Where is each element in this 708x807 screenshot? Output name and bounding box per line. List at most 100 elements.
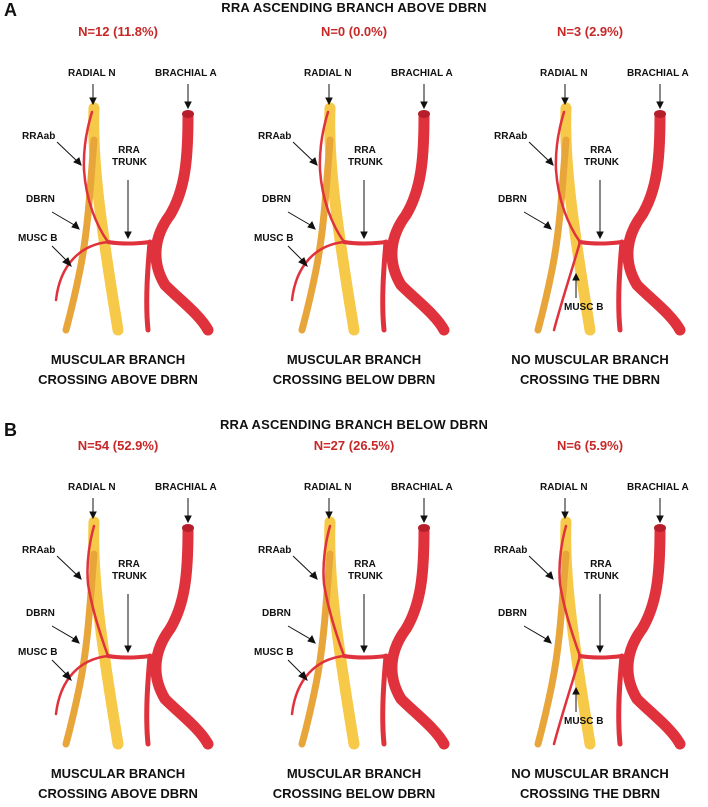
- rra-trunk: [106, 654, 152, 660]
- brachial-artery: [386, 110, 450, 336]
- dbrn-label: DBRN: [498, 194, 527, 205]
- muscular-branch: [552, 240, 582, 332]
- rraab-label: RRAab: [22, 131, 56, 142]
- rra-trunk-label: RRA TRUNK: [112, 145, 147, 168]
- panel-caption: NO MUSCULAR BRANCH CROSSING THE DBRN: [511, 352, 669, 387]
- brachial-artery-end: [654, 524, 666, 532]
- brachial-artery: [622, 524, 686, 750]
- brachial-artery-end: [418, 524, 430, 532]
- brachial-artery: [150, 110, 214, 336]
- ulnar-branch: [380, 653, 389, 747]
- dbrn-label: DBRN: [26, 608, 55, 619]
- rra-trunk-label: RRA TRUNK: [584, 559, 619, 582]
- diagram-panel: N=6 (5.9%): [472, 414, 708, 801]
- brachial-artery-label: BRACHIAL A: [391, 68, 453, 79]
- case-count: N=0 (0.0%): [320, 24, 388, 39]
- muscular-branch: [54, 654, 110, 716]
- brachial-artery-label: BRACHIAL A: [627, 482, 689, 493]
- anatomy-illustration: [523, 84, 686, 336]
- diagram-panel: N=0 (0.0%): [236, 0, 472, 387]
- rra-trunk-label: RRA TRUNK: [348, 145, 383, 168]
- ulnar-branch: [616, 653, 625, 747]
- brachial-artery-end: [418, 110, 430, 118]
- brachial-artery: [150, 524, 214, 750]
- ulnar-branch: [616, 239, 625, 333]
- anatomy-illustration: [51, 498, 214, 750]
- ulnar-branch: [144, 653, 153, 747]
- diagram-panel: N=27 (26.5%): [236, 414, 472, 801]
- brachial-artery-label: BRACHIAL A: [155, 68, 217, 79]
- rraab-label: RRAab: [494, 131, 528, 142]
- section-letter: B: [4, 420, 17, 440]
- radial-nerve: [88, 102, 124, 336]
- muscular-branch-label: MUSC B: [254, 233, 294, 244]
- panel-caption: NO MUSCULAR BRANCH CROSSING THE DBRN: [511, 766, 669, 801]
- radial-nerve-label: RADIAL N: [540, 482, 588, 493]
- muscular-branch-label: MUSC B: [18, 647, 58, 658]
- case-count: N=27 (26.5%): [313, 438, 395, 453]
- anatomy-illustration: [287, 84, 450, 336]
- rra-ascending-branch: [86, 524, 110, 658]
- radial-nerve: [324, 102, 360, 336]
- dbrn-nerve: [534, 550, 570, 748]
- rra-trunk: [106, 240, 152, 246]
- rra-trunk-label: RRA TRUNK: [348, 559, 383, 582]
- rra-ascending-branch: [554, 110, 582, 244]
- panel-caption: MUSCULAR BRANCH CROSSING BELOW DBRN: [272, 352, 436, 387]
- rra-trunk-label: RRA TRUNK: [112, 559, 147, 582]
- dbrn-nerve: [298, 550, 334, 748]
- section-letter: A: [4, 0, 17, 20]
- rra-trunk: [342, 654, 388, 660]
- rra-trunk: [342, 240, 388, 246]
- ulnar-branch: [380, 239, 389, 333]
- anatomy-illustration: [51, 84, 214, 336]
- radial-nerve: [560, 102, 596, 336]
- diagram-panel: N=3 (2.9%): [472, 0, 708, 387]
- rra-ascending-branch: [318, 110, 346, 244]
- panel-caption: MUSCULAR BRANCH CROSSING ABOVE DBRN: [38, 352, 198, 387]
- radial-nerve: [560, 516, 596, 750]
- case-count: N=3 (2.9%): [556, 24, 624, 39]
- radial-nerve: [324, 516, 360, 750]
- dbrn-label: DBRN: [498, 608, 527, 619]
- rra-trunk: [578, 240, 624, 246]
- muscular-branch-label: MUSC B: [254, 647, 294, 658]
- brachial-artery-label: BRACHIAL A: [627, 68, 689, 79]
- muscular-branch: [552, 654, 582, 746]
- dbrn-nerve: [534, 136, 570, 334]
- brachial-artery-label: BRACHIAL A: [155, 482, 217, 493]
- diagram-panel: N=54 (52.9%): [0, 414, 236, 801]
- dbrn-label: DBRN: [262, 194, 291, 205]
- brachial-artery-end: [182, 524, 194, 532]
- rra-ascending-branch: [82, 110, 110, 244]
- dbrn-nerve: [62, 550, 98, 748]
- dbrn-nerve: [298, 136, 334, 334]
- muscular-branch: [54, 240, 110, 302]
- anatomy-illustration: [287, 498, 450, 750]
- panel-caption: MUSCULAR BRANCH CROSSING BELOW DBRN: [272, 766, 436, 801]
- diagram-panel: N=12 (11.8%): [0, 0, 236, 387]
- rraab-label: RRAab: [494, 545, 528, 556]
- dbrn-label: DBRN: [26, 194, 55, 205]
- ulnar-branch: [144, 239, 153, 333]
- muscular-branch-label: MUSC B: [18, 233, 58, 244]
- brachial-artery: [622, 110, 686, 336]
- radial-nerve-label: RADIAL N: [68, 68, 116, 79]
- muscular-branch-label: MUSC B: [564, 302, 604, 313]
- brachial-artery-end: [182, 110, 194, 118]
- rraab-label: RRAab: [22, 545, 56, 556]
- panel-caption: MUSCULAR BRANCH CROSSING ABOVE DBRN: [38, 766, 198, 801]
- rra-trunk-label: RRA TRUNK: [584, 145, 619, 168]
- muscular-branch-label: MUSC B: [564, 716, 604, 727]
- rra-ascending-branch: [322, 524, 346, 658]
- rraab-label: RRAab: [258, 545, 292, 556]
- radial-nerve: [88, 516, 124, 750]
- radial-nerve-label: RADIAL N: [304, 482, 352, 493]
- section-title: RRA ASCENDING BRANCH BELOW DBRN: [219, 417, 489, 432]
- radial-nerve-label: RADIAL N: [304, 68, 352, 79]
- dbrn-label: DBRN: [262, 608, 291, 619]
- rra-trunk: [578, 654, 624, 660]
- anatomy-illustration: [523, 498, 686, 750]
- section-title: RRA ASCENDING BRANCH ABOVE DBRN: [221, 0, 487, 15]
- dbrn-nerve: [62, 136, 98, 334]
